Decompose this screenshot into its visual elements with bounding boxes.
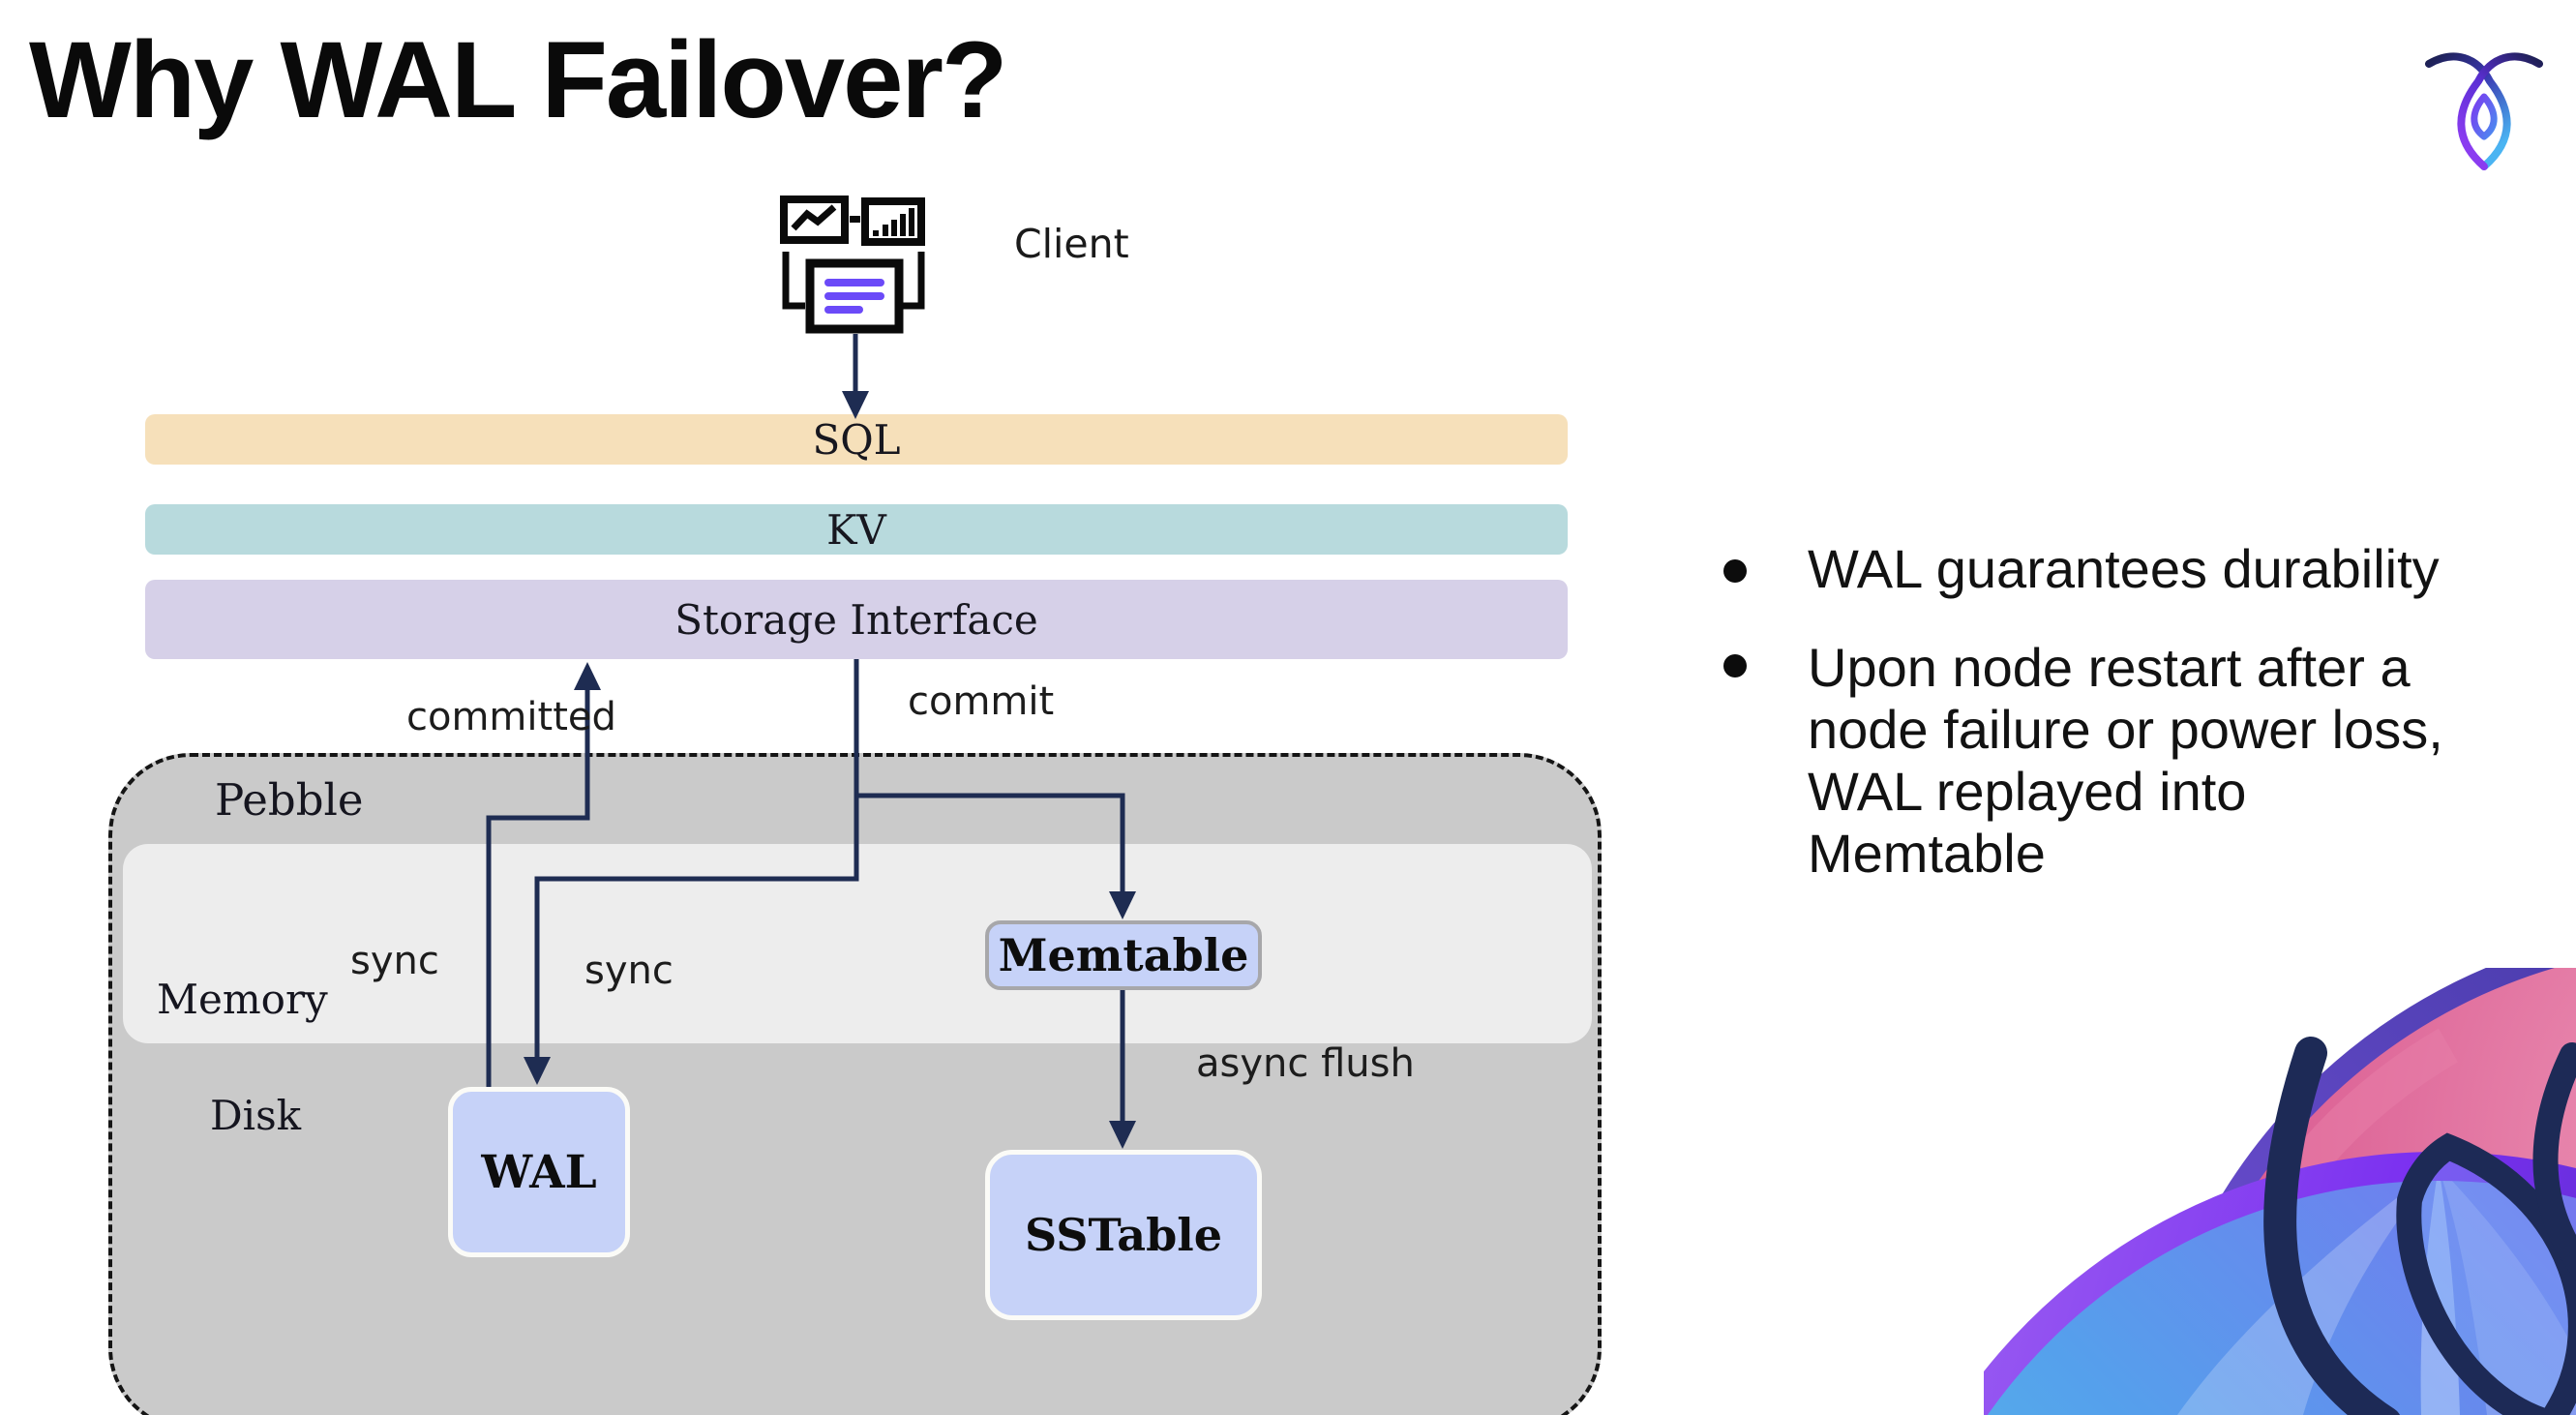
layer-kv: KV (145, 504, 1568, 555)
sstable-node: SSTable (985, 1150, 1262, 1320)
brand-sphere-artwork-icon (1984, 968, 2576, 1415)
async-flush-label: async flush (1196, 1041, 1415, 1086)
memtable-node: Memtable (985, 920, 1262, 990)
memtable-node-label: Memtable (998, 929, 1249, 981)
wal-node: WAL (448, 1087, 630, 1257)
bullet-item: Upon node restart after a node failure o… (1808, 637, 2443, 884)
memory-label: Memory (157, 976, 328, 1023)
bullet-item: WAL guarantees durability (1808, 538, 2440, 599)
cockroachdb-logo-icon (2425, 52, 2543, 170)
commit-label: commit (908, 679, 1055, 724)
sync-right-label: sync (584, 948, 674, 993)
roach-line-art (2263, 1037, 2576, 1415)
layer-sql: SQL (145, 414, 1568, 465)
layer-kv-label: KV (826, 505, 886, 554)
client-label: Client (1014, 221, 1129, 267)
layer-sql-label: SQL (812, 415, 901, 464)
bullet-dot (1723, 559, 1747, 583)
wal-node-label: WAL (481, 1145, 597, 1199)
memory-band (123, 844, 1592, 1043)
disk-label: Disk (210, 1092, 302, 1139)
layer-storage-interface: Storage Interface (145, 580, 1568, 659)
client-workstation-icon (780, 196, 925, 334)
arrowhead-committed (574, 662, 601, 690)
bullet-dot (1723, 654, 1747, 677)
committed-label: committed (406, 695, 616, 739)
slide-title: Why WAL Failover? (29, 19, 1007, 140)
pebble-label: Pebble (215, 774, 364, 826)
sstable-node-label: SSTable (1025, 1209, 1222, 1261)
layer-storage-label: Storage Interface (674, 595, 1038, 644)
sync-left-label: sync (350, 939, 439, 983)
